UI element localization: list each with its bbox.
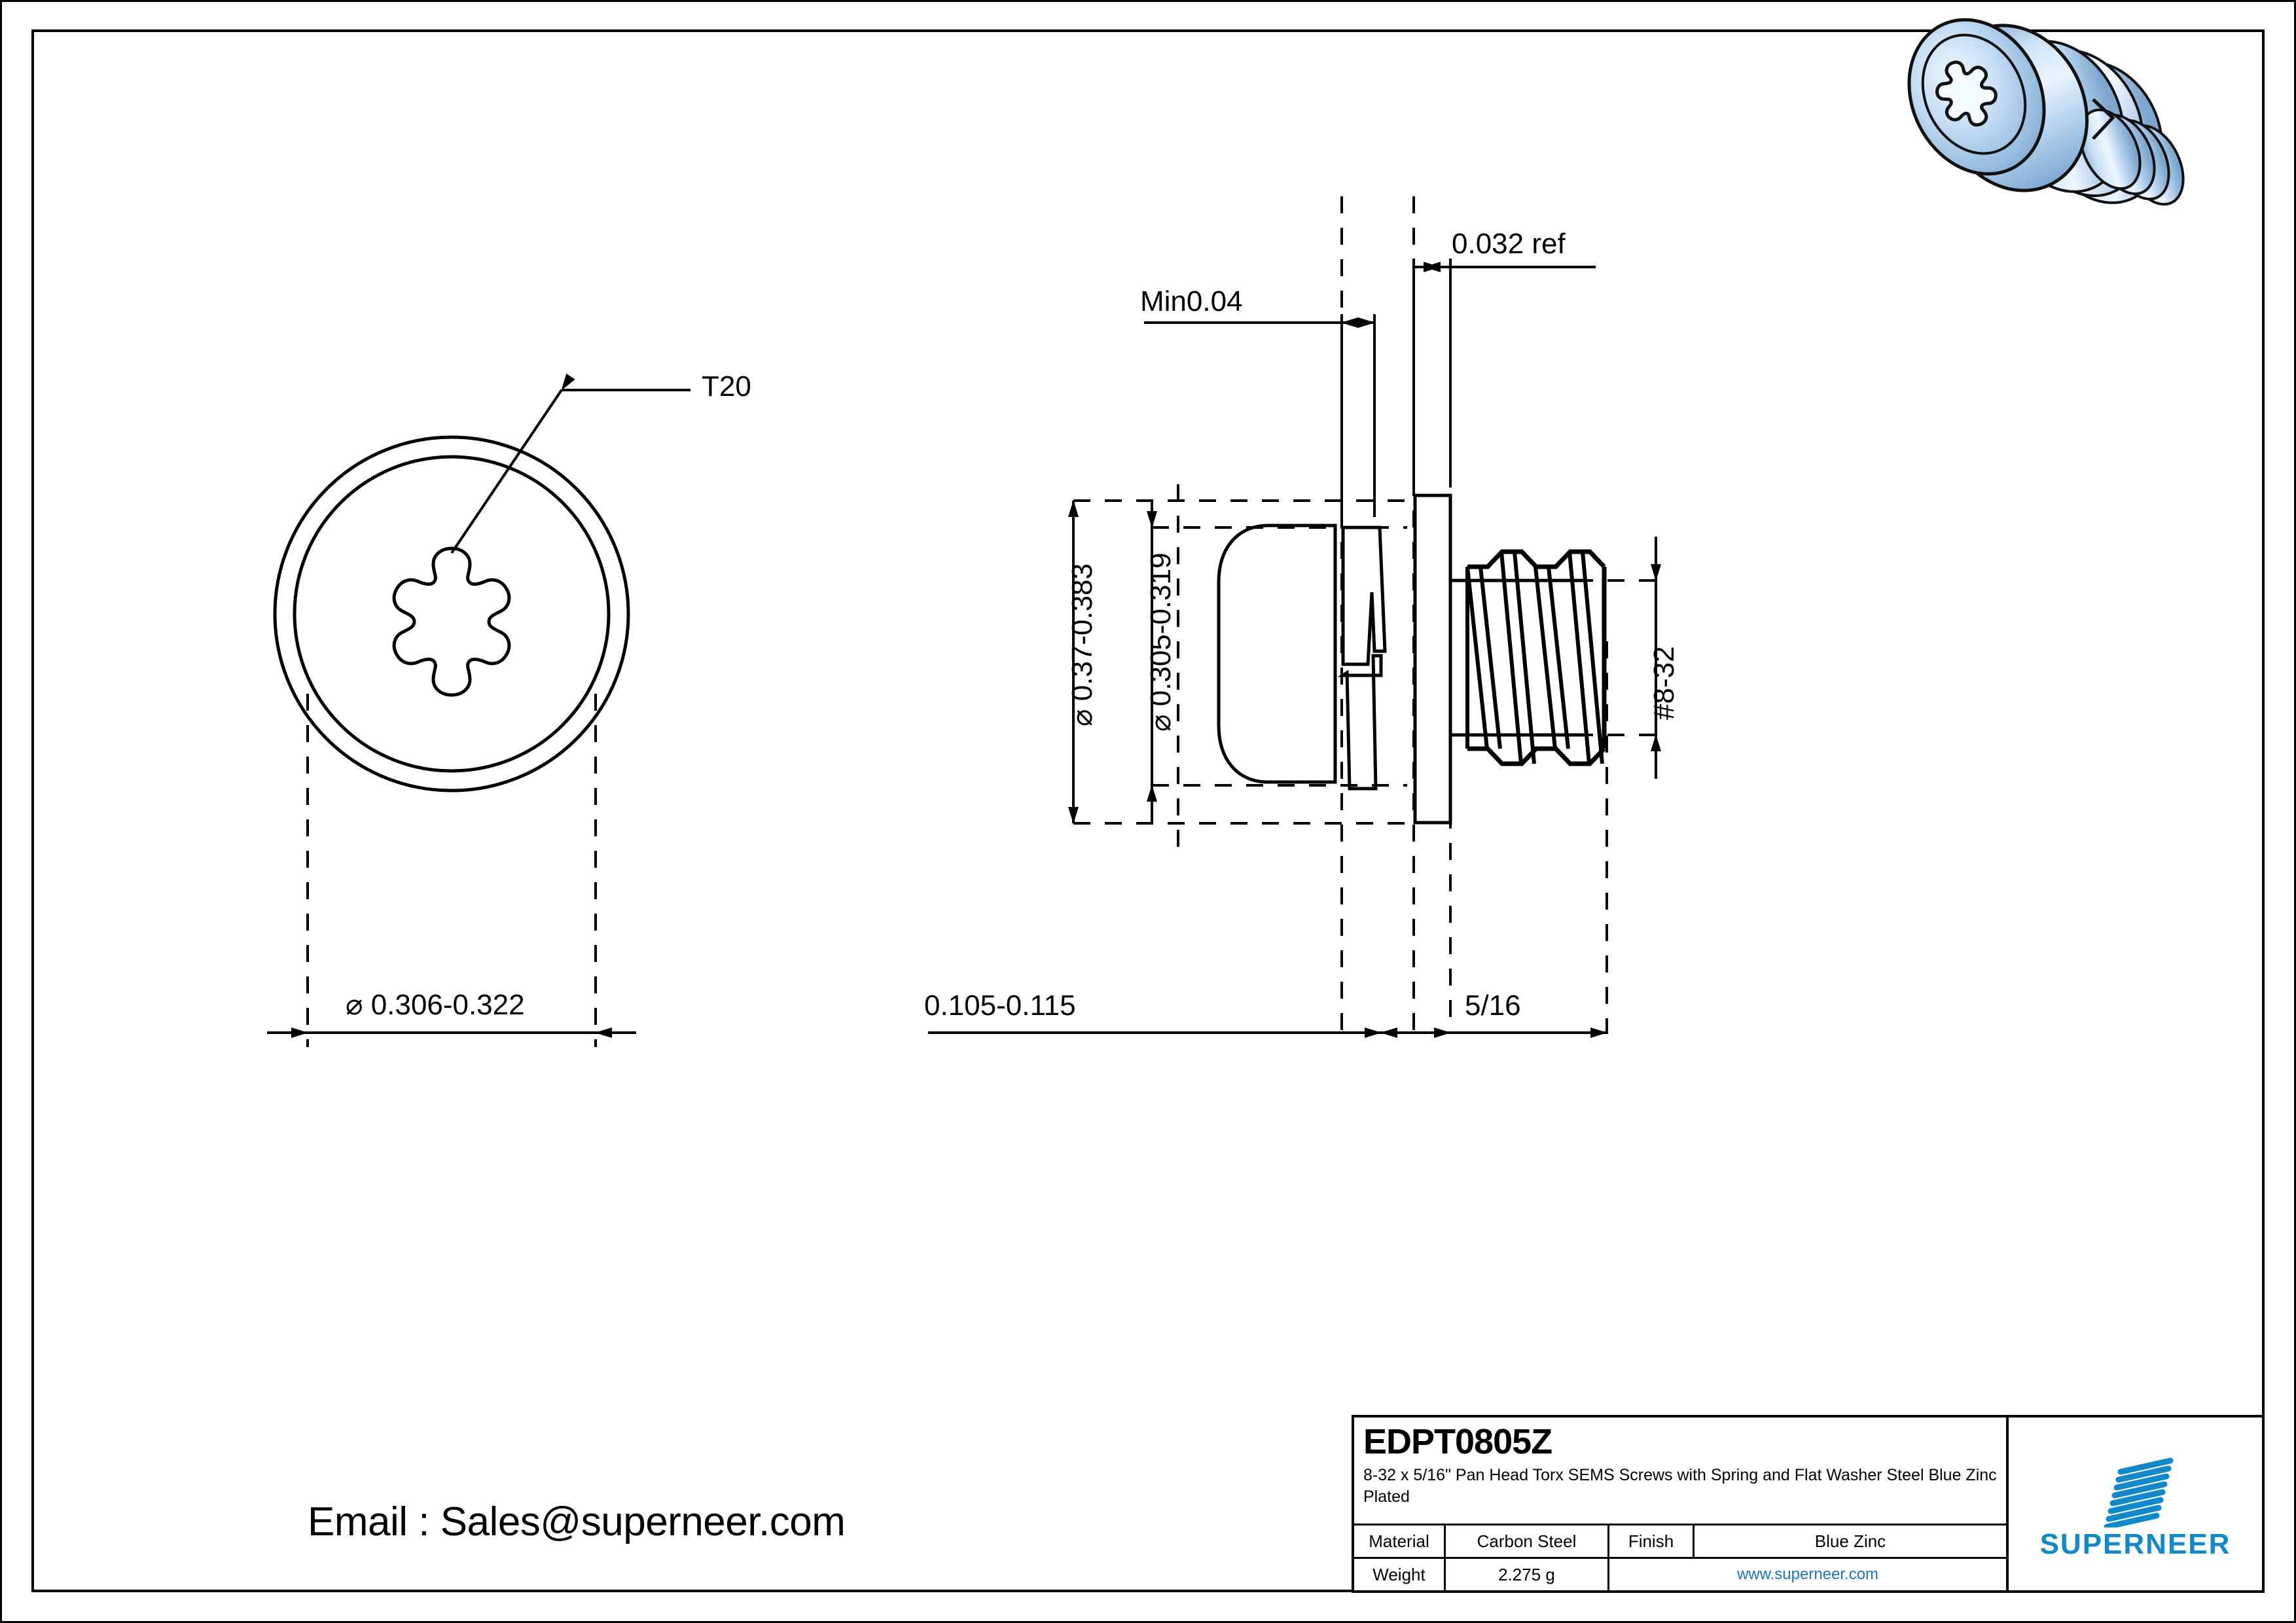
- torx-recess-outline: [392, 546, 511, 697]
- head-length-label: 0.105-0.115: [924, 990, 1076, 1022]
- superneer-logo-icon: [2104, 1457, 2173, 1527]
- head-od-label: ⌀ 0.305-0.319: [1145, 552, 1177, 732]
- title-block-spec-rows: Material Carbon Steel Finish Blue Zinc W…: [1354, 1524, 2006, 1590]
- spring-washer-lower: [1337, 654, 1383, 791]
- finish-label: Finish: [1609, 1525, 1695, 1557]
- front-head-diameter-label: ⌀ 0.306-0.322: [346, 989, 525, 1021]
- material-label: Material: [1354, 1525, 1446, 1557]
- title-block-brand: SUPERNEER: [2009, 1418, 2262, 1590]
- washer-thickness-ref-label: 0.032 ref: [1452, 228, 1566, 260]
- front-view: [267, 373, 691, 1047]
- head-inner-circle: [293, 455, 611, 773]
- min-head-height-label: Min0.04: [1140, 285, 1243, 317]
- t20-callout-label: T20: [702, 370, 751, 402]
- contact-email: Email : Sales@superneer.com: [308, 1499, 846, 1544]
- brand-wordmark: SUPERNEER: [2039, 1528, 2231, 1560]
- head-outer-circle: [273, 435, 630, 793]
- pan-head-profile: [1217, 524, 1337, 784]
- website-link[interactable]: www.superneer.com: [1736, 1565, 1879, 1583]
- finish-value: Blue Zinc: [1814, 1531, 1886, 1551]
- spec-row-weight: Weight 2.275 g www.superneer.com: [1354, 1557, 2006, 1590]
- flat-washer: [1413, 493, 1452, 825]
- 3d-screw-render: [1907, 18, 2185, 206]
- flat-washer-od-label: ⌀ 0.37-0.383: [1066, 563, 1098, 726]
- thread-spec-label: #8-32: [1648, 646, 1680, 720]
- title-block-description-area: EDPT0805Z 8-32 x 5/16" Pan Head Torx SEM…: [1354, 1418, 2006, 1524]
- material-value: Carbon Steel: [1446, 1525, 1609, 1557]
- part-code: EDPT0805Z: [1363, 1422, 1552, 1461]
- title-block: EDPT0805Z 8-32 x 5/16" Pan Head Torx SEM…: [1352, 1415, 2265, 1593]
- weight-label: Weight: [1354, 1559, 1446, 1590]
- thread-turns: [1465, 551, 1604, 764]
- weight-value: 2.275 g: [1446, 1559, 1609, 1590]
- t20-leader-line: [450, 373, 575, 554]
- side-view: [928, 196, 1661, 1038]
- sheet-inner-border: [31, 29, 2265, 1592]
- spec-row-material: Material Carbon Steel Finish Blue Zinc: [1354, 1525, 2006, 1557]
- spring-washer-upper: [1341, 526, 1387, 666]
- thread-length-label: 5/16: [1465, 990, 1521, 1022]
- title-block-left: EDPT0805Z 8-32 x 5/16" Pan Head Torx SEM…: [1354, 1418, 2009, 1590]
- part-description: 8-32 x 5/16" Pan Head Torx SEMS Screws w…: [1363, 1466, 1997, 1506]
